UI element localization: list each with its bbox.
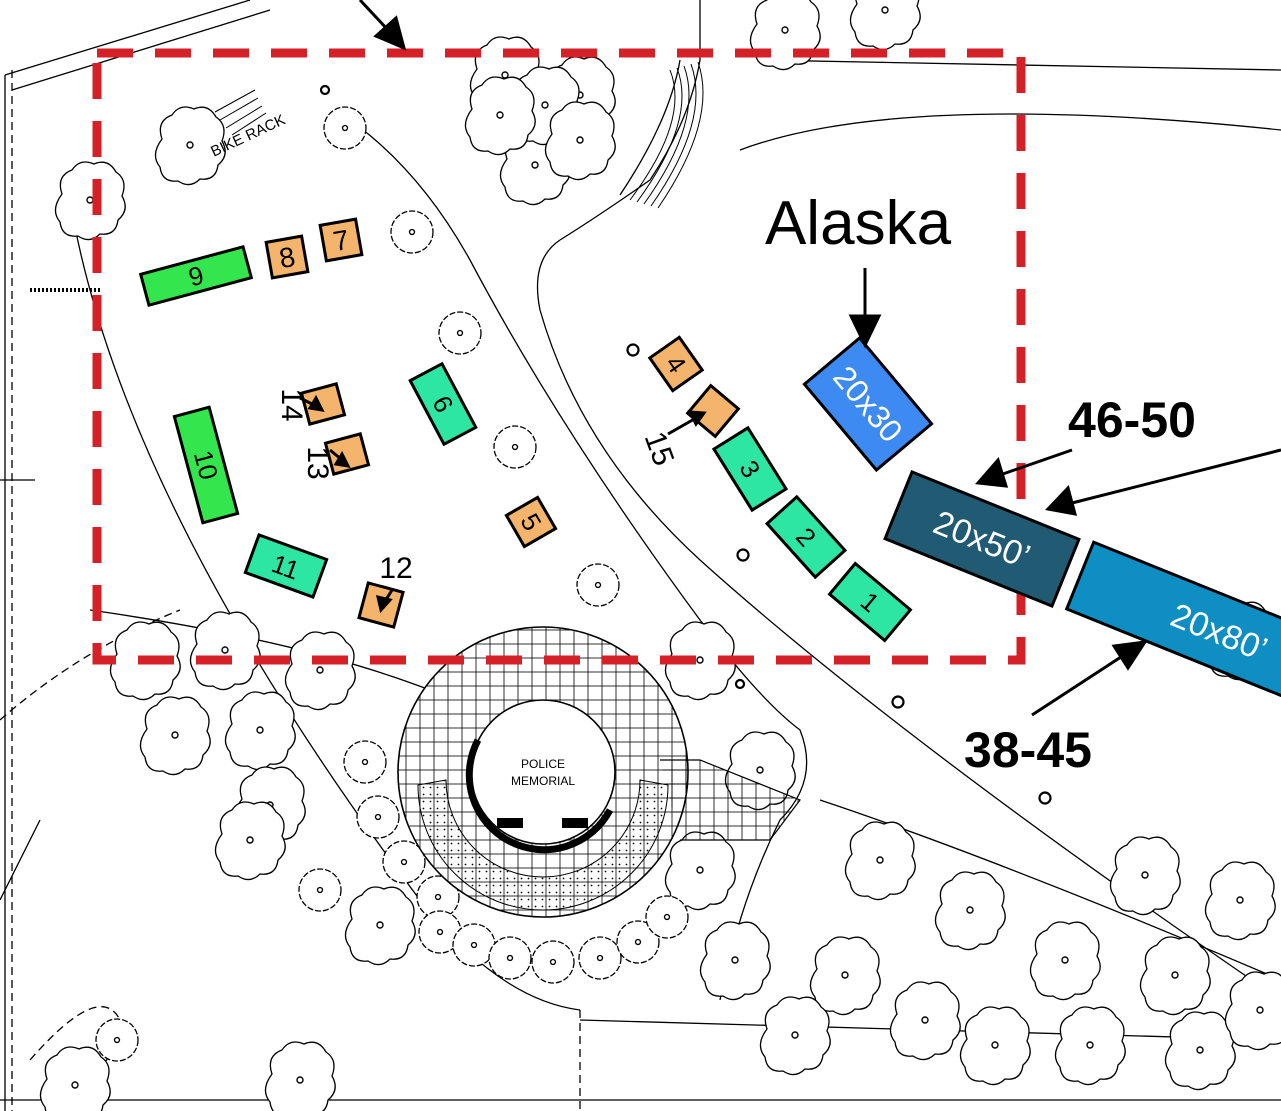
- booth-15-label: 15: [638, 427, 680, 470]
- booth-10[interactable]: 10: [172, 405, 240, 525]
- memorial-label-line1: POLICE: [521, 757, 565, 771]
- light-post-markers: [319, 84, 1052, 805]
- booth-14[interactable]: [299, 382, 347, 426]
- booth-14-label: 14: [275, 388, 308, 421]
- booth-1[interactable]: 1: [827, 561, 913, 643]
- booth-8[interactable]: 8: [264, 234, 310, 280]
- stairs: [629, 61, 704, 209]
- range-46-50-label: 46-50: [1068, 392, 1196, 448]
- booth-alaska-20x30[interactable]: 20x30: [802, 335, 934, 473]
- booth-11[interactable]: 11: [243, 532, 329, 600]
- booth-3[interactable]: 3: [711, 425, 789, 513]
- booth-9[interactable]: 9: [138, 244, 254, 308]
- booth-20x80[interactable]: 20x80’: [1064, 540, 1281, 716]
- booth-8-label: 8: [277, 241, 298, 274]
- booth-4[interactable]: 4: [647, 335, 705, 393]
- booth-12-label: 12: [379, 552, 412, 585]
- booth-7[interactable]: 7: [318, 217, 364, 263]
- event-boundary: [92, 48, 1026, 665]
- booth-2[interactable]: 2: [764, 494, 848, 580]
- range-38-45-label: 38-45: [964, 722, 1092, 778]
- booth-15[interactable]: [685, 383, 741, 439]
- police-memorial: POLICE MEMORIAL: [397, 626, 801, 918]
- booth-6[interactable]: 6: [408, 361, 478, 447]
- booth-13-label: 13: [301, 446, 334, 479]
- booth-5[interactable]: 5: [504, 495, 558, 549]
- booth-7-label: 7: [331, 224, 352, 257]
- booth-20x50[interactable]: 20x50’: [883, 469, 1081, 609]
- memorial-label-line2: MEMORIAL: [511, 774, 575, 788]
- alaska-label: Alaska: [765, 189, 952, 258]
- annotation-arrows: [299, 0, 1281, 717]
